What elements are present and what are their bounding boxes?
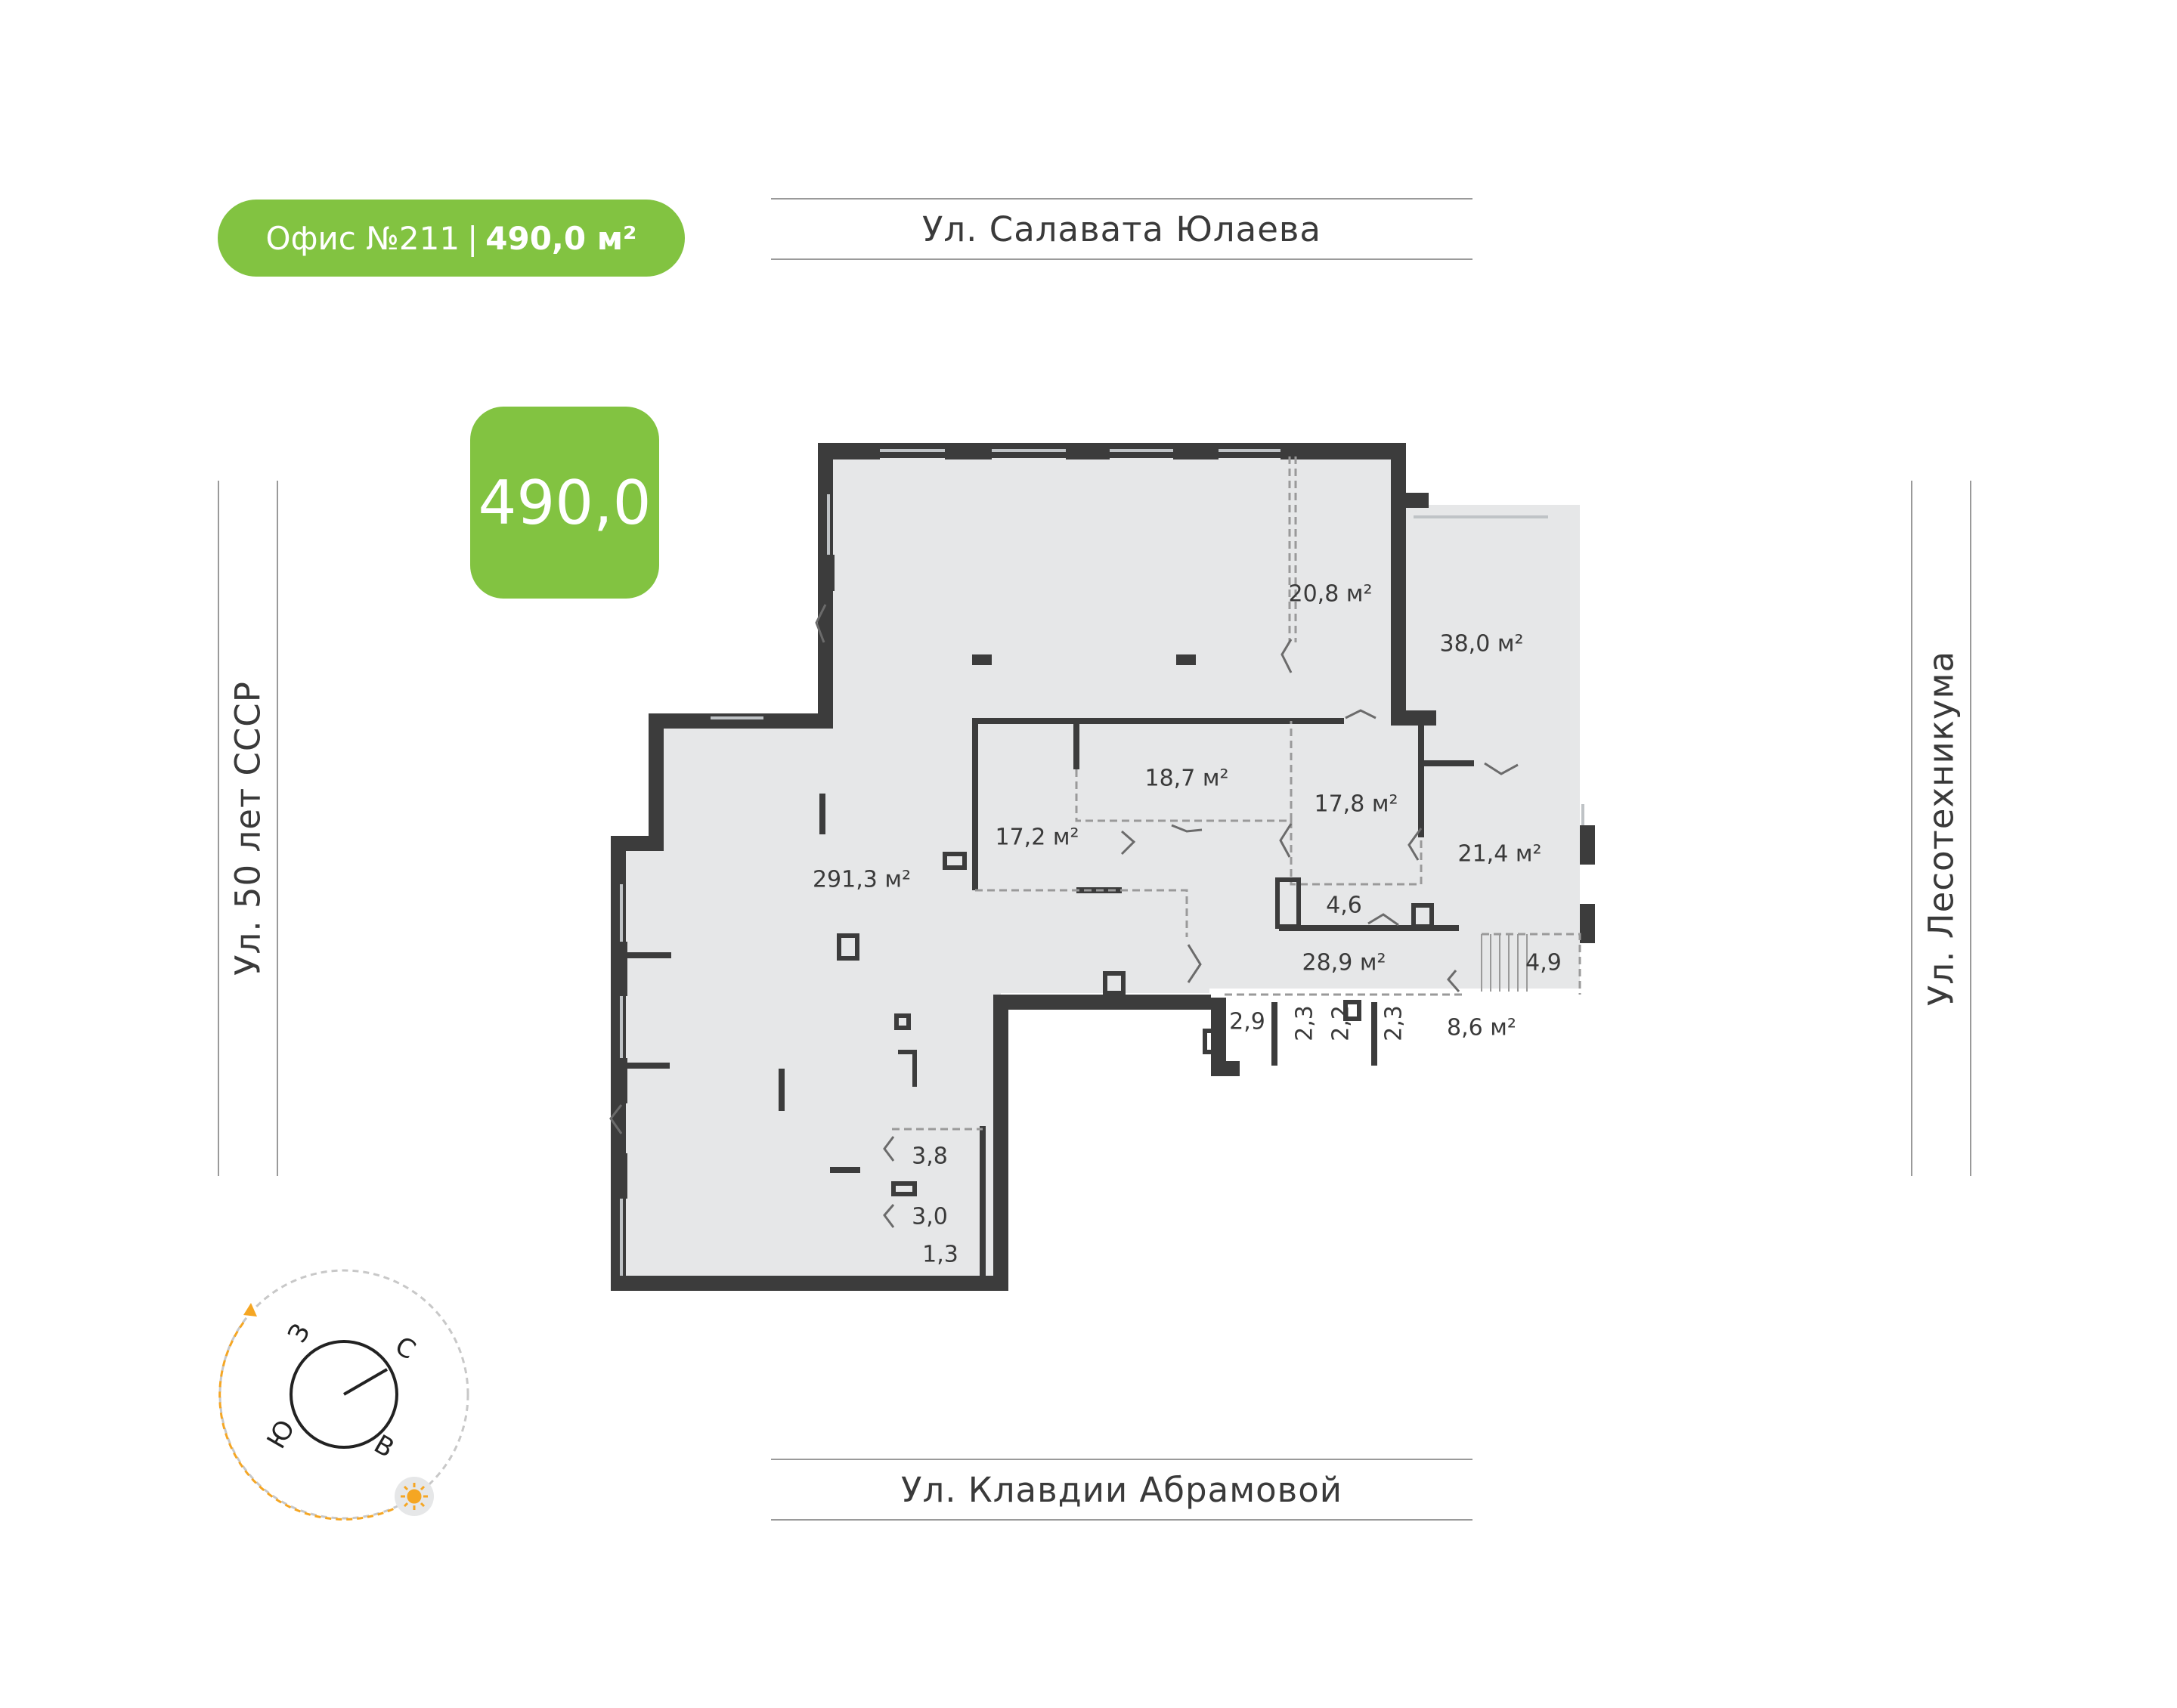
wall-outer-west-top xyxy=(611,443,1211,1291)
compass-dial xyxy=(290,1340,398,1449)
compass xyxy=(218,1269,469,1521)
wall-office-block xyxy=(972,718,1293,890)
wall-large-room xyxy=(1391,493,1436,726)
room-178: 17,8 м² xyxy=(1314,791,1398,818)
pillar-n1 xyxy=(825,444,880,459)
large-room-floor xyxy=(1398,505,1580,721)
title-separator: | xyxy=(467,219,478,257)
room-corner-office: 20,8 м² xyxy=(1288,580,1373,608)
street-top-label: Ул. Салавата Юлаева xyxy=(921,209,1322,249)
door-1 xyxy=(815,604,827,643)
room-main-hall: 291,3 м² xyxy=(812,866,912,893)
office-number: Офис №211 xyxy=(265,219,460,257)
door-3 xyxy=(1171,824,1203,833)
room-corridor: 28,9 м² xyxy=(1302,949,1386,976)
pillar-n5 xyxy=(1280,444,1406,459)
total-area-badge: 490,0 xyxy=(470,407,659,599)
fixture-9 xyxy=(1343,1000,1361,1021)
door-11 xyxy=(1447,970,1460,992)
fixture-8 xyxy=(891,1181,917,1196)
pillar-w2 xyxy=(612,942,627,996)
door-6 xyxy=(1345,709,1376,719)
office-area: 490,0 м² xyxy=(485,219,637,257)
room-30: 3,0 xyxy=(912,1203,948,1230)
pillar-w3 xyxy=(612,1058,627,1103)
column-1 xyxy=(972,654,992,665)
door-13 xyxy=(883,1204,895,1228)
room-187: 18,7 м² xyxy=(1144,765,1229,792)
street-bottom-label: Ул. Клавдии Абрамовой xyxy=(901,1469,1342,1510)
compass-orbit-path xyxy=(218,1269,469,1520)
fixture-1 xyxy=(943,852,967,870)
street-right: Ул. Лесотехникума xyxy=(1911,481,1971,1176)
pillar-n2 xyxy=(945,444,992,459)
door-8 xyxy=(1279,823,1293,858)
door-9 xyxy=(1407,828,1423,861)
door-2 xyxy=(1280,639,1293,673)
dash-49 xyxy=(1482,933,1581,995)
room-172: 17,2 м² xyxy=(995,824,1079,851)
wall-toilet-block xyxy=(1211,998,1240,1076)
pillar-w1 xyxy=(819,555,835,591)
pillar-n4 xyxy=(1173,444,1219,459)
fixture-2 xyxy=(837,933,859,961)
fixture-4 xyxy=(894,1013,911,1030)
sun-path-arrow xyxy=(243,1303,257,1317)
compass-needle xyxy=(342,1368,389,1396)
street-top: Ул. Салавата Юлаева xyxy=(771,198,1472,260)
room-38: 3,8 xyxy=(912,1143,948,1170)
column-2 xyxy=(1176,654,1196,665)
fixture-10 xyxy=(1203,1029,1218,1054)
door-5 xyxy=(1187,944,1202,983)
stairs xyxy=(1481,934,1528,992)
room-wc-1: 2,3 xyxy=(1291,1005,1318,1041)
sun-icon xyxy=(401,1483,428,1510)
room-large: 38,0 м² xyxy=(1439,630,1524,658)
door-4 xyxy=(1120,830,1136,856)
dash-172-bottom xyxy=(975,889,1188,937)
room-49: 4,9 xyxy=(1525,949,1562,976)
fixture-5 xyxy=(898,1050,917,1087)
room-wc-2: 2,2 xyxy=(1327,1005,1355,1041)
room-29: 2,9 xyxy=(1229,1008,1265,1035)
door-14 xyxy=(609,1104,623,1134)
fixture-6 xyxy=(1275,877,1301,929)
room-13: 1,3 xyxy=(922,1241,958,1268)
room-46: 4,6 xyxy=(1326,892,1362,919)
dash-187 xyxy=(1075,721,1293,822)
door-10 xyxy=(1367,913,1399,927)
room-214: 21,4 м² xyxy=(1457,840,1542,868)
fixture-7 xyxy=(1411,903,1434,929)
pillar-e2 xyxy=(1580,904,1595,943)
door-7 xyxy=(1484,762,1519,775)
sun-path-arc xyxy=(218,1322,397,1521)
street-left: Ул. 50 лет СССР xyxy=(218,481,278,1176)
fixture-3 xyxy=(1103,971,1126,995)
room-wc-3: 2,3 xyxy=(1380,1005,1407,1041)
street-bottom: Ул. Клавдии Абрамовой xyxy=(771,1459,1472,1521)
room-86: 8,6 м² xyxy=(1447,1014,1516,1041)
pillar-e1 xyxy=(1580,825,1595,865)
office-title-badge: Офис №211 | 490,0 м² xyxy=(218,200,685,277)
pillar-n3 xyxy=(1066,444,1110,459)
door-12 xyxy=(883,1136,895,1162)
dash-178-bottom xyxy=(1290,821,1423,886)
pillar-w4 xyxy=(612,1153,627,1199)
floor-area xyxy=(618,450,1580,1283)
